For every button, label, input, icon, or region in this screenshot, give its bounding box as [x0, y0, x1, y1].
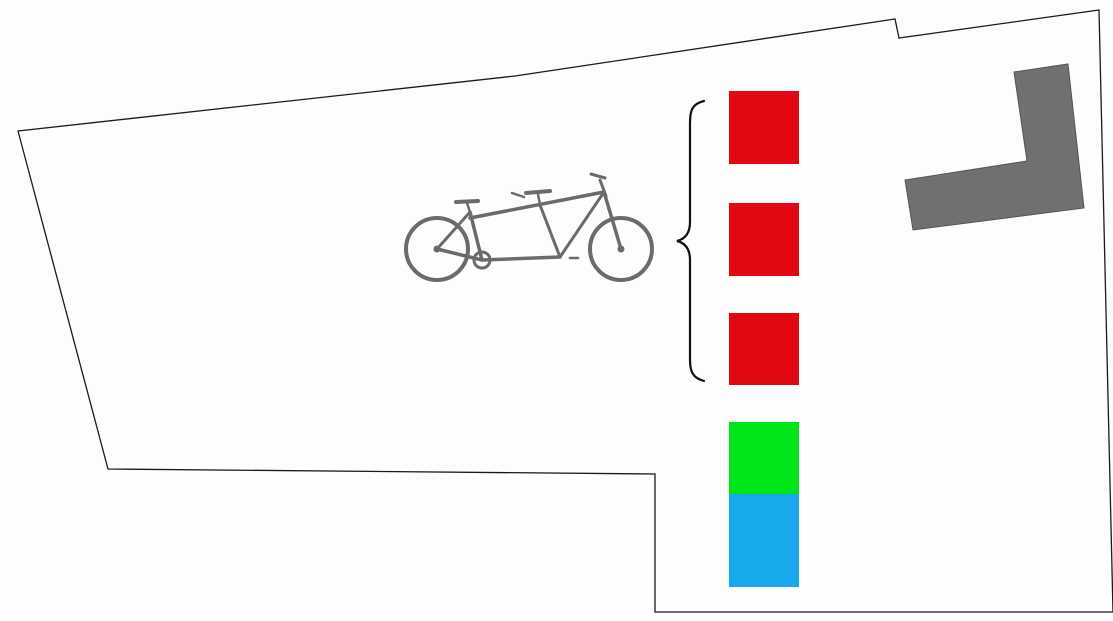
red-block-2 — [729, 203, 799, 276]
green-block — [729, 422, 799, 494]
red-block-1 — [729, 91, 799, 164]
blue-block — [729, 494, 799, 587]
site-boundary — [18, 10, 1113, 612]
red-block-3 — [729, 313, 799, 385]
